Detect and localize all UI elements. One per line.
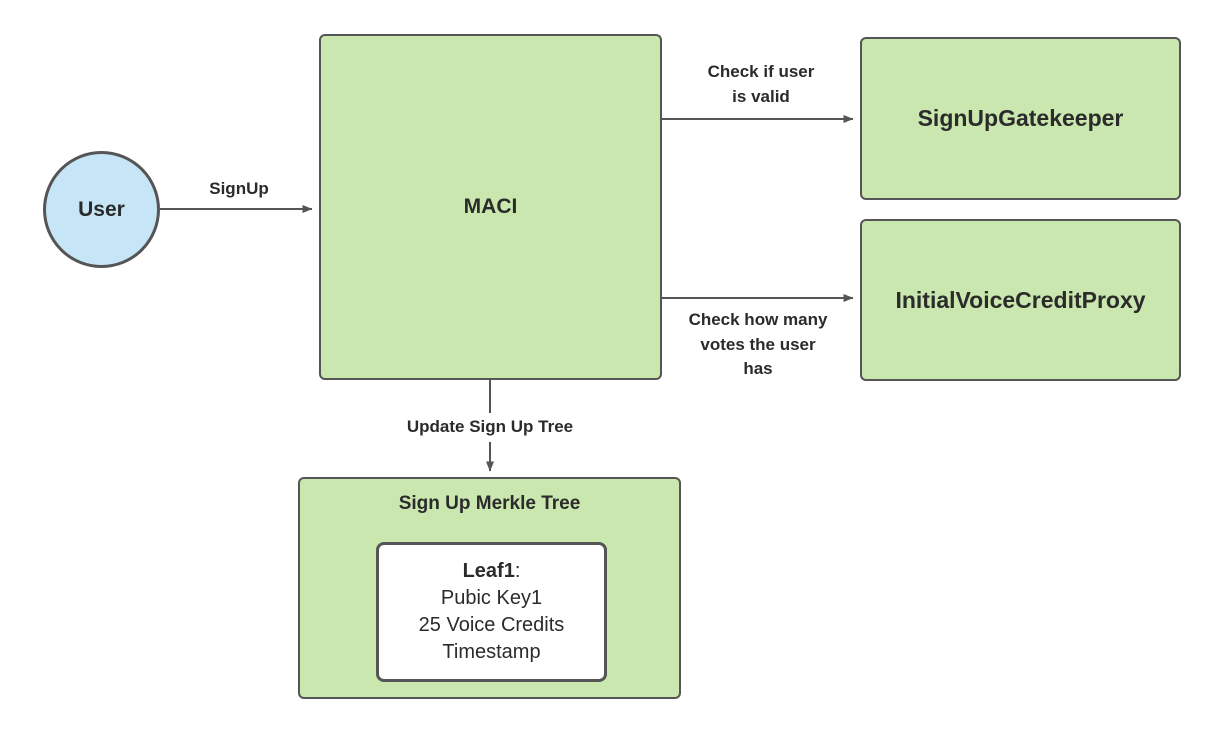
node-user-label: User <box>78 197 125 221</box>
node-sign-up-merkle-tree[interactable]: Sign Up Merkle Tree Leaf1: Pubic Key1 25… <box>298 477 681 699</box>
node-signup-gatekeeper-label: SignUpGatekeeper <box>917 105 1124 131</box>
leaf1-heading-colon: : <box>514 559 521 582</box>
node-leaf1[interactable]: Leaf1: Pubic Key1 25 Voice Credits Times… <box>376 542 607 682</box>
leaf1-line-timestamp: Timestamp <box>442 641 541 664</box>
node-initial-voice-credit-proxy-label: InitialVoiceCreditProxy <box>895 286 1146 313</box>
node-maci[interactable]: MACI <box>319 34 662 380</box>
leaf1-line-voice-credits: 25 Voice Credits <box>418 614 565 636</box>
node-signup-gatekeeper[interactable]: SignUpGatekeeper <box>860 37 1181 200</box>
leaf1-heading-text: Leaf1 <box>462 559 515 582</box>
leaf1-heading: Leaf1: <box>463 558 521 585</box>
node-user[interactable]: User <box>43 151 160 268</box>
edge-label-update-sign-up-tree: Update Sign Up Tree <box>340 413 640 442</box>
node-maci-label: MACI <box>463 195 518 218</box>
leaf1-line-pubkey: Pubic Key1 <box>440 586 543 609</box>
node-initial-voice-credit-proxy[interactable]: InitialVoiceCreditProxy <box>860 219 1181 381</box>
edge-label-check-if-user-is-valid: Check if user is valid <box>707 62 815 106</box>
edge-label-check-how-many-votes: Check how many votes the user has <box>688 310 828 379</box>
edge-label-signup: SignUp <box>209 179 269 198</box>
node-sign-up-merkle-tree-label: Sign Up Merkle Tree <box>398 493 581 514</box>
